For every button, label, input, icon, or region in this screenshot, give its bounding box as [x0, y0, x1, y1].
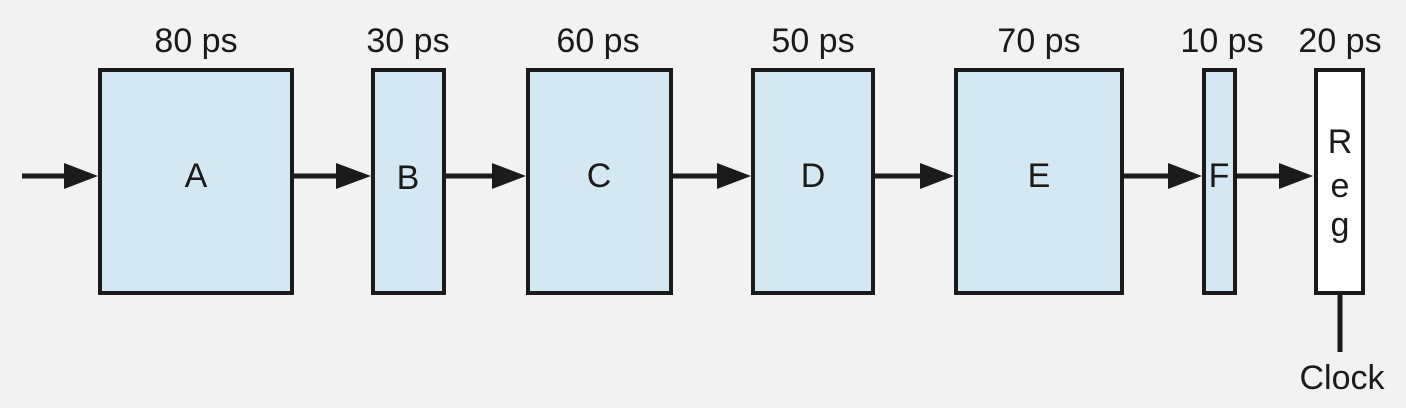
clock: Clock — [1299, 293, 1386, 397]
register-delay: 20 ps — [1298, 22, 1381, 60]
stage-e-delay: 70 ps — [997, 22, 1080, 60]
stage-d: 50 ps D — [751, 22, 875, 295]
stage-b-label: B — [397, 159, 420, 197]
stage-d-label: D — [801, 157, 826, 195]
stage-f: 10 ps F — [1180, 22, 1264, 295]
stage-b-delay: 30 ps — [366, 22, 449, 60]
stage-c-label: C — [587, 157, 612, 195]
arrow-c-d — [671, 163, 751, 189]
register-letter-e: e — [1331, 167, 1350, 205]
stage-a: 80 ps A — [98, 22, 294, 295]
clock-label: Clock — [1299, 359, 1385, 397]
stage-f-delay: 10 ps — [1180, 22, 1263, 60]
pipeline-register: 20 ps R e g — [1298, 22, 1382, 295]
register-letter-g: g — [1331, 206, 1350, 244]
input-arrow — [22, 163, 98, 189]
stage-a-delay: 80 ps — [154, 22, 237, 60]
arrow-b-c — [444, 163, 526, 189]
stage-b: 30 ps B — [366, 22, 450, 295]
arrow-f-reg — [1235, 163, 1313, 189]
stage-e: 70 ps E — [954, 22, 1124, 295]
stage-f-label: F — [1209, 157, 1230, 195]
stage-e-label: E — [1028, 157, 1051, 195]
arrow-d-e — [873, 163, 954, 189]
stage-d-delay: 50 ps — [771, 22, 854, 60]
stage-a-label: A — [185, 157, 208, 195]
arrow-e-f — [1122, 163, 1202, 189]
arrow-a-b — [292, 163, 371, 189]
stage-e-box — [954, 68, 1124, 295]
stage-c-box — [526, 68, 673, 295]
stage-a-box — [98, 68, 294, 295]
stage-c: 60 ps C — [526, 22, 673, 295]
stage-b-box — [371, 68, 446, 295]
stage-d-box — [751, 68, 875, 295]
stage-f-box — [1202, 68, 1237, 295]
stage-c-delay: 60 ps — [556, 22, 639, 60]
register-letter-r: R — [1328, 123, 1353, 161]
